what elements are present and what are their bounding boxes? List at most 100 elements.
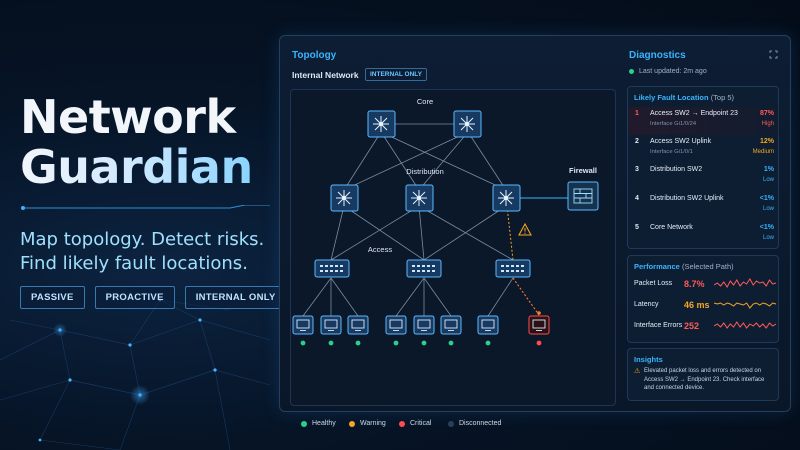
tagline-line2: Find likely fault locations. xyxy=(20,253,248,274)
insights-text: Elevated packet loss and errors detected… xyxy=(644,368,765,391)
hero-tagline: Map topology. Detect risks. Find likely … xyxy=(20,228,264,276)
endpoint[interactable] xyxy=(385,315,407,346)
legend-disconnected-label: Disconnected xyxy=(459,420,502,427)
monitor-icon xyxy=(417,319,431,329)
status-dot-healthy xyxy=(448,340,454,346)
metric-sparkline xyxy=(714,321,776,329)
insights-title: Insights xyxy=(634,355,663,364)
monitor-icon xyxy=(444,319,458,329)
metric-label: Latency xyxy=(634,301,659,308)
status-dot-healthy xyxy=(328,340,334,346)
endpoint[interactable] xyxy=(347,315,369,346)
switch-icon xyxy=(412,265,435,272)
metric-sparkline xyxy=(714,278,776,288)
hero-divider xyxy=(21,205,270,210)
metric-label: Packet Loss xyxy=(634,280,673,287)
badge-internal-only: INTERNAL ONLY xyxy=(184,286,287,309)
hero-title-line2: Guardian xyxy=(20,142,270,192)
last-updated: Last updated: 2m ago xyxy=(629,68,707,75)
fault-name: Access SW2 Uplink xyxy=(650,138,712,145)
endpoint-critical[interactable] xyxy=(528,315,550,346)
legend-healthy-label: Healthy xyxy=(312,420,336,427)
firewall-node[interactable] xyxy=(567,181,599,211)
fault-name: Access SW2 → Endpoint 23 xyxy=(650,110,738,117)
endpoint[interactable] xyxy=(477,315,499,346)
status-dot-healthy xyxy=(300,340,306,346)
fault-name: Core Network xyxy=(650,224,693,231)
fault-name: Distribution SW2 xyxy=(650,166,703,173)
endpoint[interactable] xyxy=(292,315,314,346)
status-dot-healthy xyxy=(421,340,427,346)
monitor-icon xyxy=(351,319,365,329)
fault-card-title: Likely Fault Location (Top 5) xyxy=(634,93,734,102)
core-router-1[interactable] xyxy=(367,110,396,138)
core-router-2[interactable] xyxy=(453,110,482,138)
layer-label-firewall: Firewall xyxy=(569,166,597,175)
fault-rank: 4 xyxy=(635,195,639,202)
legend-disconnected-dot xyxy=(448,420,454,427)
access-switch-1[interactable] xyxy=(314,259,350,278)
warning-triangle-icon: ⚠ xyxy=(634,368,641,375)
layer-label-core: Core xyxy=(417,97,433,106)
endpoints xyxy=(292,315,550,346)
metric-value: 8.7% xyxy=(684,279,705,289)
performance-title: Performance (Selected Path) xyxy=(634,262,734,271)
network-label: Internal Network xyxy=(292,70,359,80)
switch-icon xyxy=(501,265,524,272)
fault-card-title-text: Likely Fault Location xyxy=(634,93,709,102)
scope-tag: INTERNAL ONLY xyxy=(365,68,428,81)
metric-value: 46 ms xyxy=(684,300,710,310)
badge-proactive: PROACTIVE xyxy=(94,286,175,309)
topology-links xyxy=(302,123,514,317)
distribution-switch-1[interactable] xyxy=(330,184,359,212)
fault-severity: Low xyxy=(762,235,774,241)
performance-title-text: Performance xyxy=(634,262,680,271)
fault-name: Distribution SW2 Uplink xyxy=(650,195,724,202)
fault-probability: 1% xyxy=(763,166,774,173)
firewall-icon xyxy=(573,188,593,204)
endpoint[interactable] xyxy=(440,315,462,346)
metric-value: 252 xyxy=(684,321,700,331)
layer-label-distribution: Distribution xyxy=(406,167,444,176)
legend-critical-dot xyxy=(399,420,405,427)
fault-rank: 1 xyxy=(635,110,639,117)
performance-title-sub: (Selected Path) xyxy=(681,262,734,271)
metric-label: Interface Errors xyxy=(634,322,683,329)
fault-probability: 12% xyxy=(759,138,774,145)
hero-title: Network Guardian xyxy=(20,92,270,192)
fault-rank: 5 xyxy=(635,224,639,231)
endpoint[interactable] xyxy=(413,315,435,346)
fault-severity: High xyxy=(761,121,774,127)
warning-triangle-icon[interactable] xyxy=(518,222,532,236)
fault-rank: 2 xyxy=(635,138,639,145)
fault-row[interactable]: 5 Core Network <1% Low xyxy=(628,221,780,249)
fault-probability: <1% xyxy=(759,224,774,231)
monitor-icon xyxy=(324,319,338,329)
distribution-switch-2[interactable] xyxy=(405,184,434,212)
performance-metric-row[interactable]: Packet Loss 8.7% xyxy=(634,275,776,293)
fault-rank: 3 xyxy=(635,166,639,173)
legend-warning: Warning xyxy=(349,420,386,427)
fault-row[interactable]: 1 Access SW2 → Endpoint 23 Interface Gi1/0… xyxy=(628,107,780,135)
endpoint[interactable] xyxy=(320,315,342,346)
fault-interface: Interface Gi1/0/24 xyxy=(650,121,697,127)
legend-critical: Critical xyxy=(399,420,431,427)
expand-icon[interactable] xyxy=(769,50,778,59)
legend-critical-label: Critical xyxy=(410,420,432,427)
distribution-switch-3[interactable] xyxy=(492,184,521,212)
topology-map[interactable]: Core Distribution Access Firewall xyxy=(290,89,616,427)
hero-title-line1: Network xyxy=(20,90,236,144)
access-switch-3[interactable] xyxy=(495,259,531,278)
legend-warning-dot xyxy=(349,420,355,427)
dashboard-panel: Topology Internal Network INTERNAL ONLY xyxy=(279,35,791,427)
topology-graph: Core Distribution Access Firewall xyxy=(292,97,599,346)
performance-metric-row[interactable]: Latency 46 ms xyxy=(634,296,776,314)
status-dot-healthy xyxy=(355,340,361,346)
access-switch-2[interactable] xyxy=(406,259,442,278)
monitor-icon xyxy=(481,319,495,329)
status-dot xyxy=(629,69,634,74)
